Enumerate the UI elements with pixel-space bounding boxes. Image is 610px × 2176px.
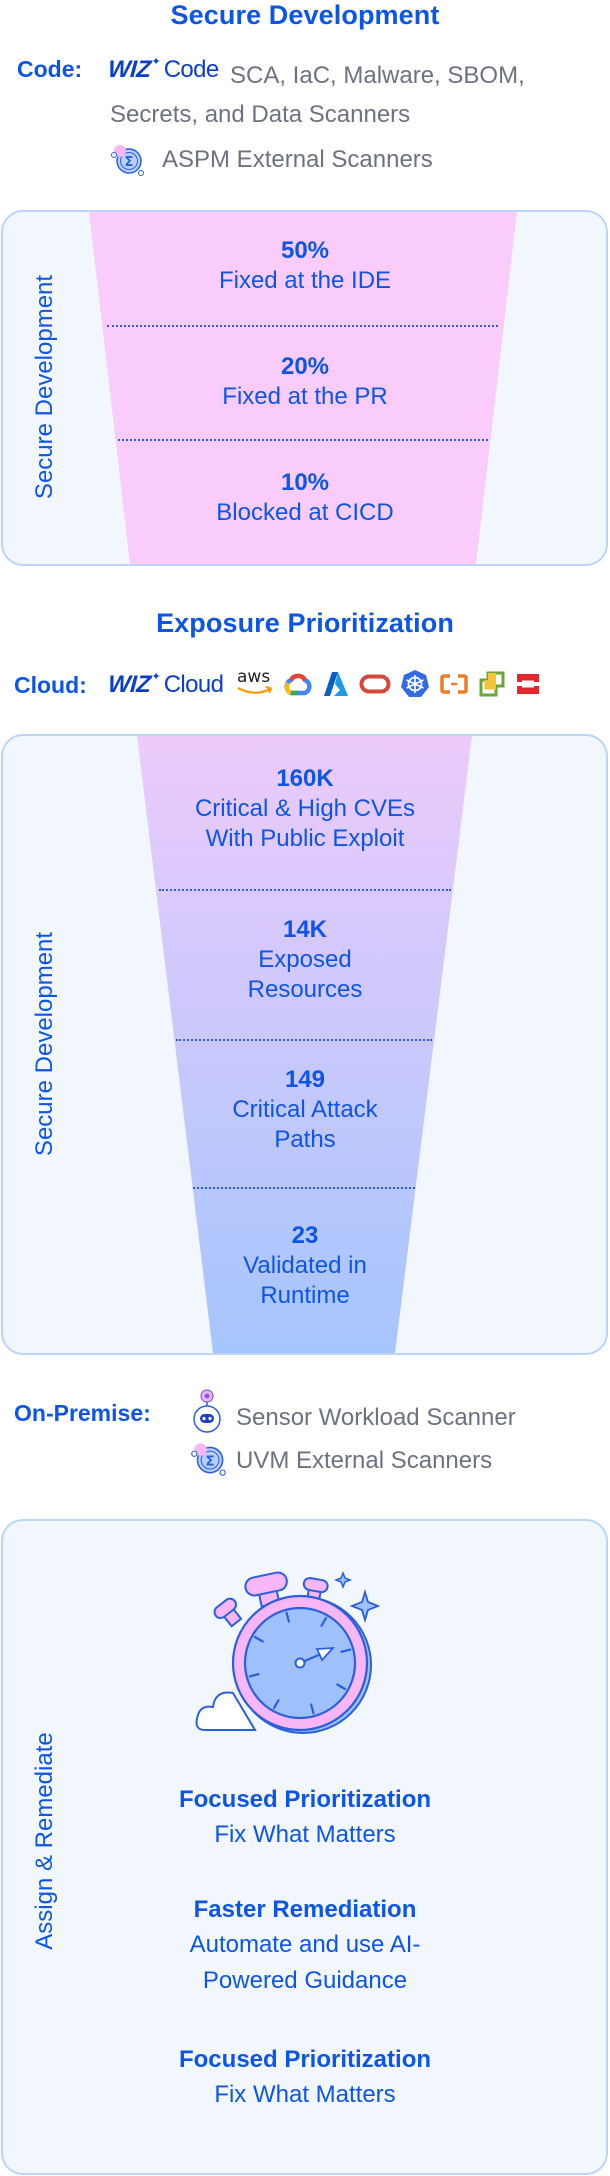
- on-premise-label: On-Premise:: [14, 1400, 151, 1426]
- sparkle-icon: ✦: [151, 56, 161, 68]
- wiz-brand: WIZ: [107, 56, 152, 83]
- stopwatch-icon: [195, 1565, 385, 1740]
- feature-block: Focused Prioritization Fix What Matters: [0, 1783, 610, 1853]
- funnel-stage: 23 Validated in Runtime: [0, 1221, 610, 1311]
- stage-divider: [159, 889, 451, 891]
- wiz-cloud-logo: WIZ ✦ Cloud: [107, 671, 224, 699]
- wiz-product: Cloud: [163, 671, 224, 698]
- stage-label-line: Paths: [274, 1126, 336, 1153]
- sigma-scanner-icon: Σ: [108, 142, 148, 178]
- feature-block: Faster Remediation Automate and use AI- …: [0, 1893, 610, 1999]
- feature-heading: Focused Prioritization: [178, 1786, 432, 1813]
- wiz-code-logo: WIZ ✦ Code: [107, 56, 220, 84]
- sigma-scanner-icon: Σ: [188, 1440, 230, 1478]
- sensor-robot-icon: [188, 1388, 228, 1436]
- cloud-label: Cloud:: [14, 672, 87, 698]
- stage-label-line: Validated in: [243, 1252, 367, 1279]
- svg-text:Σ: Σ: [205, 1453, 214, 1469]
- stage-value: 149: [284, 1066, 326, 1093]
- stage-value: 50%: [280, 237, 330, 264]
- cloud-provider-logos: aws: [236, 667, 541, 700]
- alibaba-cloud-icon: [440, 674, 468, 694]
- funnel-stage: 14K Exposed Resources: [0, 915, 610, 1005]
- aws-logo-icon: aws: [236, 667, 274, 699]
- stage-value: 23: [291, 1222, 319, 1249]
- feature-text: Fix What Matters: [214, 1821, 396, 1848]
- azure-icon: [324, 672, 348, 696]
- funnel-stage: 149 Critical Attack Paths: [0, 1065, 610, 1155]
- secure-development-funnel: [89, 212, 517, 564]
- sensor-workload-scanner-label: Sensor Workload Scanner: [236, 1404, 516, 1431]
- stage-value: 14K: [282, 916, 328, 943]
- stage-label-line: Exposed: [258, 946, 352, 973]
- scanners-line-1: SCA, IaC, Malware, SBOM,: [230, 62, 525, 89]
- feature-block: Focused Prioritization Fix What Matters: [0, 2043, 610, 2113]
- stage-value: 20%: [280, 353, 330, 380]
- stage-label-line: Resources: [247, 976, 363, 1003]
- funnel-stage: 50% Fixed at the IDE: [0, 236, 610, 296]
- stage-label-line: Critical & High CVEs: [194, 795, 416, 822]
- funnel-stage: 20% Fixed at the PR: [0, 352, 610, 412]
- stage-value: 160K: [276, 765, 334, 792]
- exposure-prioritization-title: Exposure Prioritization: [156, 608, 454, 638]
- stage-label: Blocked at CICD: [216, 499, 394, 526]
- aws-text: aws: [237, 667, 271, 687]
- feature-text: Automate and use AI-: [189, 1931, 421, 1958]
- wiz-brand: WIZ: [107, 671, 152, 698]
- stage-label-line: Runtime: [260, 1282, 350, 1309]
- stage-divider: [176, 1039, 432, 1041]
- vsphere-icon: [479, 671, 505, 697]
- code-label: Code:: [17, 56, 83, 82]
- stage-label: Fixed at the IDE: [218, 267, 392, 294]
- kubernetes-icon: [401, 670, 429, 697]
- stage-label-line: Critical Attack: [232, 1096, 378, 1123]
- wiz-product: Code: [163, 56, 220, 83]
- stage-label: Fixed at the PR: [222, 383, 388, 410]
- aspm-scanners-label: ASPM External Scanners: [162, 146, 433, 173]
- funnel-stage: 160K Critical & High CVEs With Public Ex…: [0, 764, 610, 854]
- uvm-external-scanners-label: UVM External Scanners: [236, 1447, 493, 1474]
- stage-label-line: With Public Exploit: [205, 825, 405, 852]
- secure-development-title: Secure Development: [170, 0, 440, 30]
- scanners-line-2: Secrets, and Data Scanners: [110, 101, 411, 128]
- feature-heading: Faster Remediation: [193, 1896, 417, 1923]
- feature-text: Fix What Matters: [214, 2081, 396, 2108]
- stage-divider: [107, 325, 498, 327]
- stage-value: 10%: [280, 469, 330, 496]
- sparkle-icon: ✦: [151, 671, 161, 683]
- feature-heading: Focused Prioritization: [178, 2046, 432, 2073]
- oracle-icon: [359, 674, 391, 694]
- stage-divider: [193, 1187, 415, 1189]
- google-cloud-icon: [284, 673, 312, 696]
- svg-text:Σ: Σ: [125, 155, 134, 170]
- stage-divider: [118, 439, 488, 441]
- feature-text: Powered Guidance: [202, 1967, 408, 1994]
- funnel-stage: 10% Blocked at CICD: [0, 468, 610, 528]
- openshift-icon: [517, 674, 539, 694]
